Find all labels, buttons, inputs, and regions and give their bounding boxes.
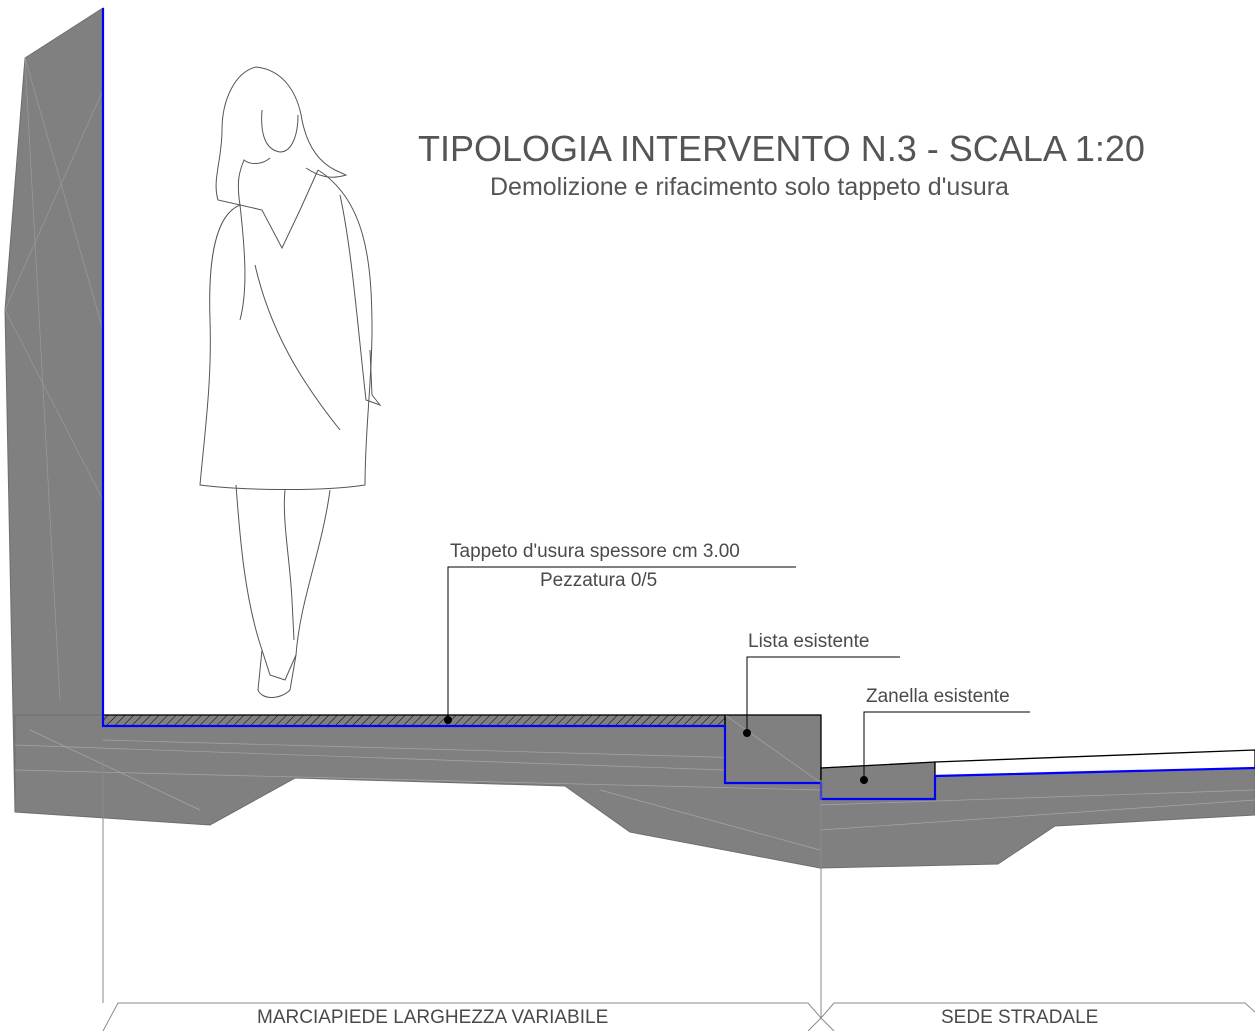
tappeto-dot <box>444 716 452 724</box>
tappeto-leader <box>447 566 796 720</box>
zanella-esistente-block <box>820 761 936 800</box>
lista-label: Lista esistente <box>748 631 870 652</box>
lista-diagonal <box>724 714 822 784</box>
marciapiede-dimension-label: MARCIAPIEDE LARGHEZZA VARIABILE <box>257 1007 609 1028</box>
zanella-dot <box>860 776 868 784</box>
zanella-leader <box>863 711 1030 780</box>
dimension-lines <box>102 760 1255 1031</box>
ground-section <box>14 714 1255 869</box>
drawing-title: TIPOLOGIA INTERVENTO N.3 - SCALA 1:20 <box>418 128 1145 169</box>
ground-texture <box>14 714 1255 851</box>
tappeto-usura-layer <box>102 714 726 727</box>
marciapiede-dim-bracket <box>102 1002 822 1031</box>
intervention-line <box>101 8 1255 801</box>
sede-stradale-dim-bracket <box>820 1002 1255 1019</box>
lista-dot <box>743 729 751 737</box>
tappeto-label: Tappeto d'usura spessore cm 3.00 <box>450 541 740 562</box>
sede-stradale-dimension-label: SEDE STRADALE <box>941 1007 1099 1028</box>
pezzatura-label: Pezzatura 0/5 <box>540 570 658 591</box>
building-wall <box>4 7 104 813</box>
person-silhouette <box>199 66 382 698</box>
wall-texture <box>4 57 104 701</box>
callout-dots <box>444 716 868 784</box>
lista-leader <box>746 656 900 733</box>
zanella-label: Zanella esistente <box>866 686 1010 707</box>
drawing-subtitle: Demolizione e rifacimento solo tappeto d… <box>490 173 1009 201</box>
callout-leaders <box>447 566 1030 780</box>
